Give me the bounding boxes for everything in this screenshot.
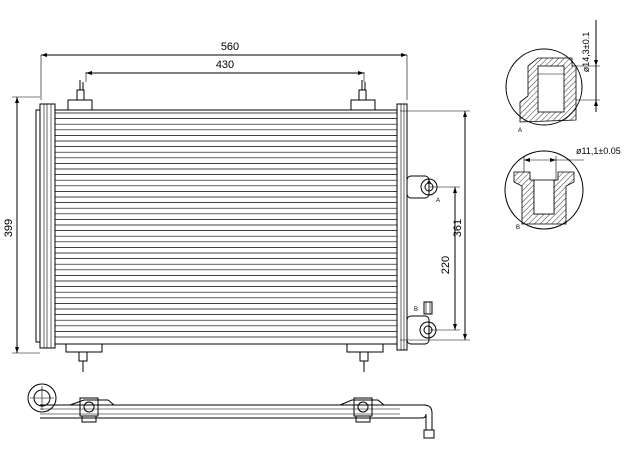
detail-a-label: A xyxy=(518,128,522,134)
port-b-fitting: B xyxy=(406,301,437,345)
detail-a: ø14,3±0.1 A xyxy=(505,20,600,134)
dimension-361-label: 361 xyxy=(452,219,464,237)
port-b-label: B xyxy=(414,307,418,313)
dimension-560: 560 xyxy=(40,41,408,100)
top-mount-right xyxy=(350,80,376,111)
side-view xyxy=(27,383,435,439)
dimension-430: 430 xyxy=(85,59,365,82)
dimension-399-label: 399 xyxy=(3,219,15,237)
left-header-tank xyxy=(35,103,56,349)
bottom-mount-left xyxy=(65,343,103,372)
dimension-560-label: 560 xyxy=(221,41,239,53)
dimension-220-label: 220 xyxy=(440,256,452,274)
right-header-tank xyxy=(396,103,408,351)
condenser-core xyxy=(54,109,398,345)
top-mount-left xyxy=(67,80,93,111)
port-a-label: A xyxy=(436,198,440,204)
dimension-430-label: 430 xyxy=(216,59,234,71)
dimension-361: 361 xyxy=(400,110,470,341)
detail-a-diameter: ø14,3±0.1 xyxy=(581,32,591,72)
detail-b-label: B xyxy=(516,225,520,231)
dimension-220: 220 xyxy=(430,186,460,331)
port-a-fitting: A xyxy=(406,175,440,204)
dimension-399: 399 xyxy=(3,96,40,354)
bottom-mount-right xyxy=(346,343,384,372)
detail-b: ø11,1±0.05 B xyxy=(504,146,621,231)
detail-b-diameter: ø11,1±0.05 xyxy=(576,146,621,156)
